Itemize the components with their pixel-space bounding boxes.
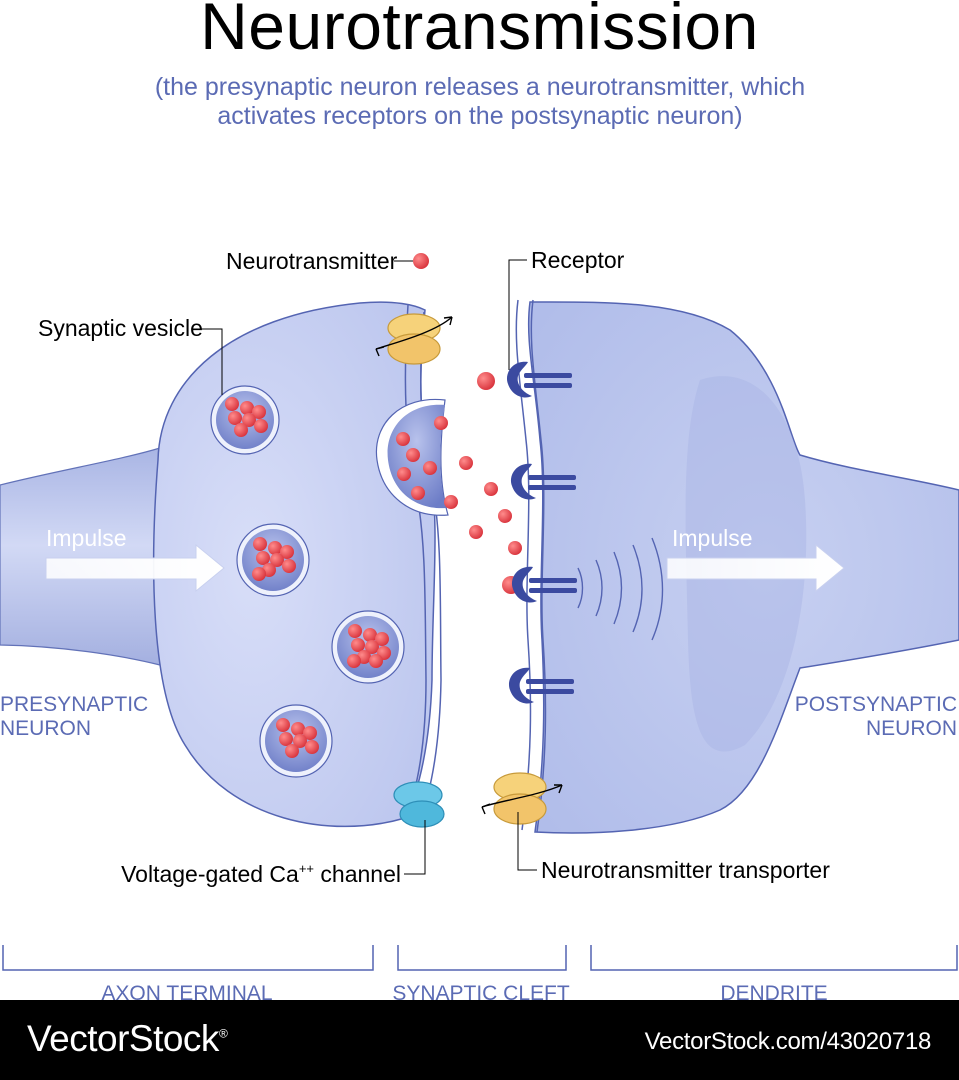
label-postsynaptic-line2: NEURON xyxy=(866,717,957,740)
page-title: Neurotransmission xyxy=(200,0,759,63)
footer-brand-mark: ® xyxy=(218,1026,228,1041)
impulse-arrow-right xyxy=(666,543,845,593)
section-dendrite: DENDRITE xyxy=(720,982,827,1000)
neurotransmitter xyxy=(477,372,495,390)
label-calcium-channel: Voltage-gated Ca++ channel xyxy=(121,861,401,887)
label-synaptic-vesicle: Synaptic vesicle xyxy=(38,315,203,341)
neurotransmitter xyxy=(434,416,448,430)
vesicle-neurotransmitter xyxy=(293,734,307,748)
neurotransmitter xyxy=(498,509,512,523)
vesicle-neurotransmitter xyxy=(348,624,362,638)
neurotransmitter xyxy=(397,467,411,481)
label-calcium-prefix: Voltage-gated Ca xyxy=(121,861,299,887)
vesicle-neurotransmitter xyxy=(375,632,389,646)
neurotransmitter xyxy=(459,456,473,470)
signal-waves xyxy=(577,537,664,641)
neurotransmitter xyxy=(423,461,437,475)
vesicle-neurotransmitter xyxy=(228,411,242,425)
vesicle-neurotransmitter xyxy=(225,397,239,411)
vesicle-neurotransmitter xyxy=(279,732,293,746)
receptor xyxy=(510,463,576,500)
synaptic-vesicle xyxy=(259,704,333,778)
footer-url: VectorStock.com/43020718 xyxy=(644,1028,932,1055)
vesicle-neurotransmitter xyxy=(256,551,270,565)
vesicle-neurotransmitter xyxy=(369,654,383,668)
label-impulse-right: Impulse xyxy=(672,525,753,551)
subtitle-line-2: activates receptors on the postsynaptic … xyxy=(217,102,743,130)
vesicle-neurotransmitter xyxy=(303,726,317,740)
neurotransmitter xyxy=(411,486,425,500)
footer-brand: VectorStock® xyxy=(27,1018,228,1060)
presynaptic-membrane xyxy=(404,304,427,819)
synaptic-vesicle xyxy=(331,610,405,684)
section-brackets xyxy=(2,945,958,971)
neurotransmitter xyxy=(396,432,410,446)
vesicle-neurotransmitter xyxy=(252,405,266,419)
label-calcium-suffix: channel xyxy=(314,861,401,887)
transporter-top xyxy=(375,313,453,365)
vesicle-neurotransmitter xyxy=(270,553,284,567)
receptor xyxy=(506,361,572,398)
section-synaptic-cleft: SYNAPTIC CLEFT xyxy=(392,982,570,1000)
vesicle-neurotransmitter xyxy=(234,423,248,437)
subtitle-line-1: (the presynaptic neuron releases a neuro… xyxy=(154,73,806,101)
label-neurotransmitter: Neurotransmitter xyxy=(226,248,398,274)
vesicle-neurotransmitter xyxy=(285,744,299,758)
neurotransmitter xyxy=(406,448,420,462)
section-axon-terminal: AXON TERMINAL xyxy=(101,982,272,1000)
label-calcium-superscript: ++ xyxy=(299,861,314,876)
footer-brand-name: VectorStock xyxy=(27,1018,219,1059)
label-transporter: Neurotransmitter transporter xyxy=(541,857,830,883)
calcium-channel xyxy=(393,781,445,828)
label-presynaptic-line2: NEURON xyxy=(0,717,91,740)
label-receptor: Receptor xyxy=(531,247,625,273)
transporter-bottom xyxy=(481,772,563,825)
vesicle-neurotransmitter xyxy=(305,740,319,754)
vesicle-neurotransmitter xyxy=(347,654,361,668)
vesicle-neurotransmitter xyxy=(253,537,267,551)
vesicle-neurotransmitter xyxy=(280,545,294,559)
vesicle-neurotransmitter xyxy=(363,628,377,642)
vesicle-neurotransmitter xyxy=(240,401,254,415)
label-postsynaptic-line1: POSTSYNAPTIC xyxy=(795,693,957,716)
synapse-diagram: Neurotransmitter Receptor Synaptic vesic… xyxy=(0,247,959,1000)
neurotransmitter xyxy=(484,482,498,496)
label-impulse-left: Impulse xyxy=(46,525,127,551)
neurotransmitter xyxy=(444,495,458,509)
postsynaptic-membrane-inner xyxy=(530,299,547,833)
axon-shape xyxy=(0,447,161,666)
subtitle: (the presynaptic neuron releases a neuro… xyxy=(120,73,840,131)
receptor xyxy=(508,667,574,704)
synaptic-vesicles xyxy=(210,385,405,778)
vesicle-neurotransmitter xyxy=(351,638,365,652)
footer-bar: VectorStock® VectorStock.com/43020718 xyxy=(0,1000,959,1080)
receptors xyxy=(506,361,577,704)
postsynaptic-membrane xyxy=(515,299,532,831)
impulse-arrow-left xyxy=(45,543,225,593)
label-presynaptic-line1: PRESYNAPTIC xyxy=(0,693,148,716)
synaptic-vesicle xyxy=(210,385,280,455)
vesicle-neurotransmitter xyxy=(268,541,282,555)
vesicle-neurotransmitter xyxy=(242,413,256,427)
vesicle-neurotransmitter xyxy=(282,559,296,573)
neurotransmitter-legend-dot xyxy=(413,253,429,269)
vesicle-neurotransmitter xyxy=(291,722,305,736)
vesicle-neurotransmitter xyxy=(252,567,266,581)
neurotransmitter xyxy=(469,525,483,539)
synaptic-vesicle xyxy=(236,523,310,597)
neurotransmitter xyxy=(508,541,522,555)
vesicle-neurotransmitter xyxy=(365,640,379,654)
leader-lines xyxy=(200,259,537,875)
vesicle-neurotransmitter xyxy=(254,419,268,433)
receptor xyxy=(511,566,577,603)
vesicle-neurotransmitter xyxy=(276,718,290,732)
